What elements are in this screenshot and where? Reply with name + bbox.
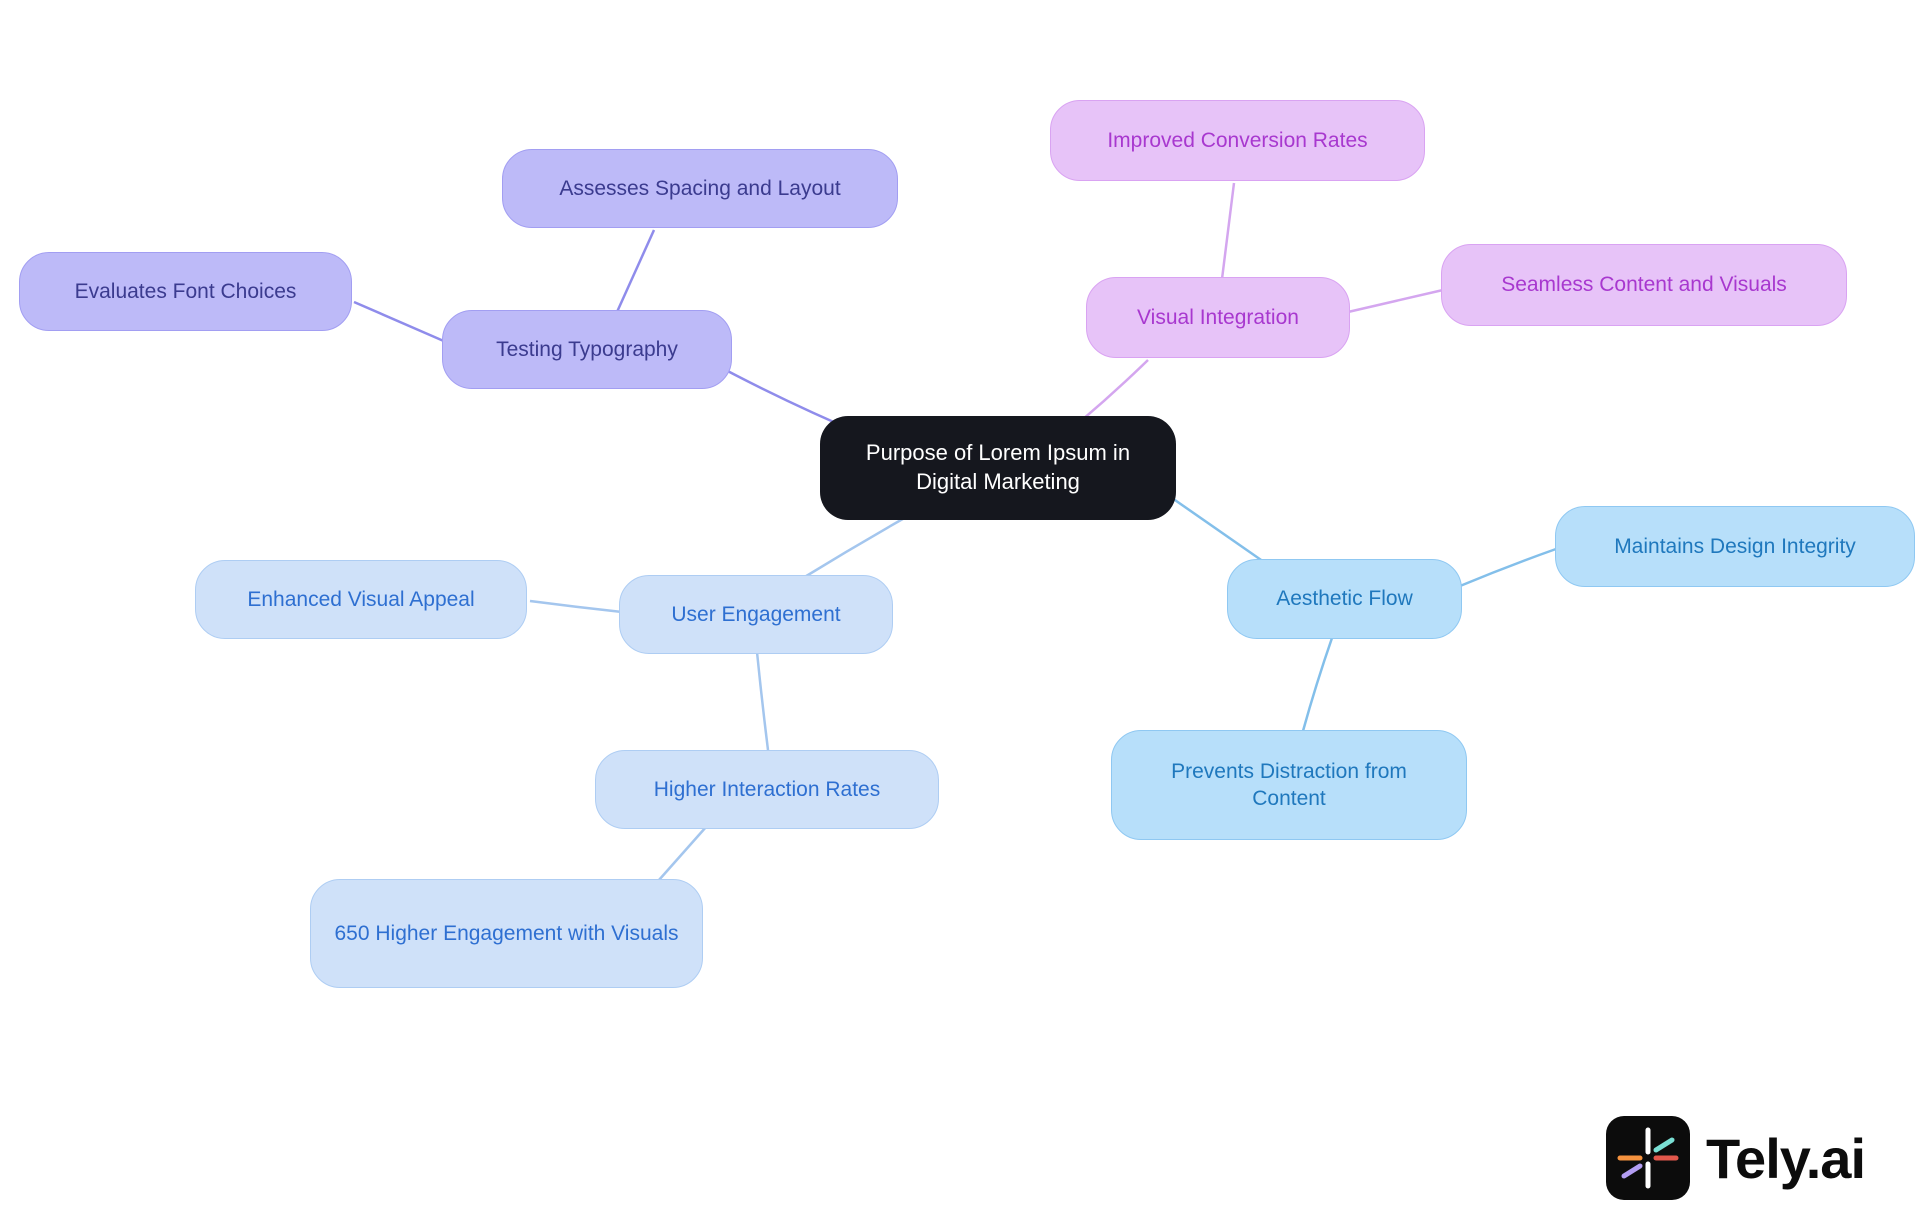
- tely-logo-icon: [1606, 1116, 1690, 1200]
- node-label: Assesses Spacing and Layout: [559, 176, 841, 200]
- node-label: Aesthetic Flow: [1276, 587, 1413, 611]
- node-label: Higher Interaction Rates: [653, 777, 881, 801]
- node-prevents-distraction[interactable]: Prevents Distraction from Content: [1111, 730, 1467, 840]
- node-label: Visual Integration: [1137, 305, 1299, 329]
- node-label: Enhanced Visual Appeal: [247, 587, 475, 611]
- node-testing-typography[interactable]: Testing Typography: [442, 310, 732, 389]
- node-improved-conversion-rates[interactable]: Improved Conversion Rates: [1050, 100, 1425, 181]
- node-label: Prevents Distraction from Content: [1171, 759, 1407, 810]
- edge-typography-evaluates: [353, 300, 447, 344]
- node-aesthetic-flow[interactable]: Aesthetic Flow: [1227, 559, 1462, 639]
- edge-visual-improved: [1220, 182, 1236, 280]
- node-label: Improved Conversion Rates: [1107, 128, 1368, 152]
- node-visual-integration[interactable]: Visual Integration: [1086, 277, 1350, 358]
- node-label: Seamless Content and Visuals: [1501, 273, 1787, 297]
- node-label: User Engagement: [671, 602, 841, 626]
- edge-central-user-engagement: [802, 514, 909, 580]
- edge-typography-assesses: [615, 229, 656, 313]
- edge-engagement-enhanced: [529, 599, 623, 614]
- node-assesses-spacing-layout[interactable]: Assesses Spacing and Layout: [502, 149, 898, 228]
- node-label: 650 Higher Engagement with Visuals: [334, 921, 679, 945]
- edge-central-visual-integration: [1081, 359, 1149, 421]
- node-label: Testing Typography: [496, 337, 678, 361]
- node-label: Evaluates Font Choices: [74, 279, 297, 303]
- node-central-purpose[interactable]: Purpose of Lorem Ipsum in Digital Market…: [820, 416, 1176, 520]
- node-evaluates-font-choices[interactable]: Evaluates Font Choices: [19, 252, 352, 331]
- edge-central-aesthetic-flow: [1171, 496, 1265, 564]
- node-seamless-content-visuals[interactable]: Seamless Content and Visuals: [1441, 244, 1847, 326]
- edge-aesthetic-maintains: [1459, 547, 1557, 588]
- node-higher-interaction-rates[interactable]: Higher Interaction Rates: [595, 750, 939, 829]
- node-user-engagement[interactable]: User Engagement: [619, 575, 893, 654]
- node-label: Purpose of Lorem Ipsum in Digital Market…: [865, 440, 1131, 494]
- edge-aesthetic-prevents: [1301, 637, 1334, 732]
- node-maintains-design-integrity[interactable]: Maintains Design Integrity: [1555, 506, 1915, 587]
- tely-logo-wordmark: Tely.ai: [1706, 1126, 1866, 1190]
- edge-higher-650: [658, 826, 707, 881]
- tely-logo: Tely.ai: [1606, 1116, 1866, 1200]
- node-enhanced-visual-appeal[interactable]: Enhanced Visual Appeal: [195, 560, 527, 639]
- edge-engagement-higher: [755, 651, 770, 751]
- edge-visual-seamless: [1347, 288, 1444, 314]
- node-label: Maintains Design Integrity: [1614, 534, 1856, 558]
- node-650-higher-engagement[interactable]: 650 Higher Engagement with Visuals: [310, 879, 703, 988]
